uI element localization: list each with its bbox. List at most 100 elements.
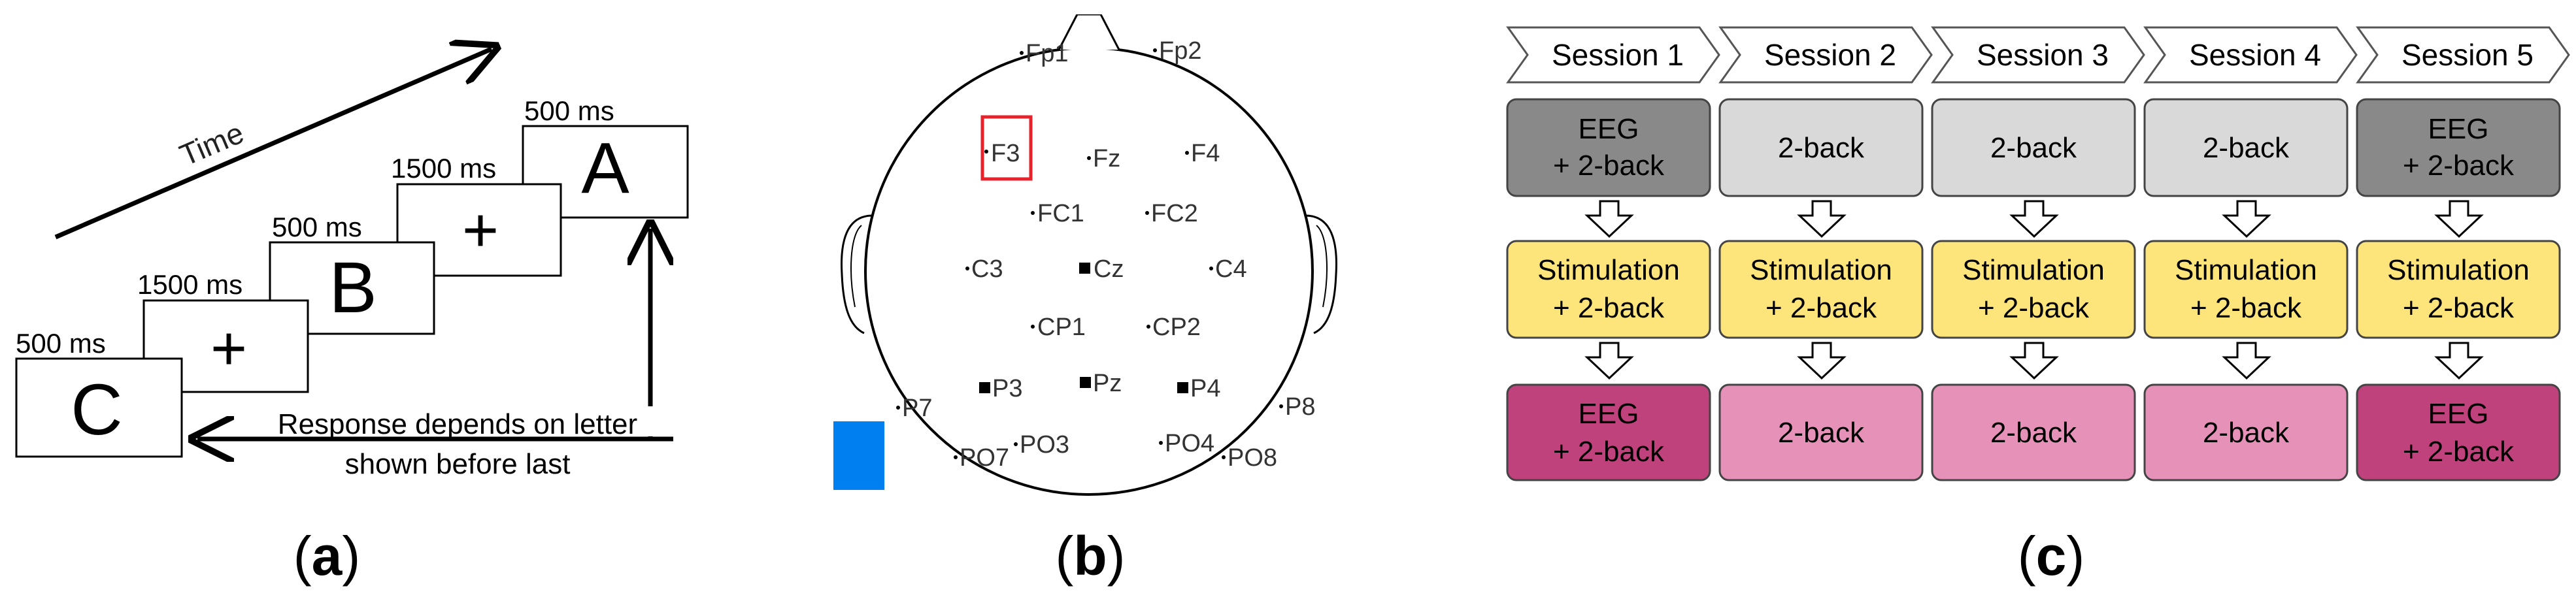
- frame-1-duration: 500 ms: [16, 328, 106, 359]
- time-arrow: [54, 49, 492, 240]
- frame-2-symbol: +: [210, 314, 247, 383]
- electrode-fc1: FC1: [1037, 200, 1084, 227]
- frame-1: [15, 357, 183, 458]
- post-box-2-line1: 2-back: [1778, 417, 1865, 449]
- electrode-p4: P4: [1190, 375, 1220, 402]
- frame-4-duration: 1500 ms: [391, 153, 496, 184]
- electrode-fp2: Fp2: [1159, 37, 1201, 65]
- session-headers: Session 1 Session 2 Session 3 Session 4 …: [1506, 26, 2570, 84]
- time-label: Time: [175, 116, 248, 172]
- pre-box-4-line1: 2-back: [2203, 132, 2290, 164]
- electrode-c4: C4: [1215, 255, 1247, 283]
- post-box-3-line1: 2-back: [1990, 417, 2077, 449]
- session-4-label: Session 4: [2189, 38, 2321, 72]
- response-text-line2: shown before last: [345, 448, 571, 480]
- session-2-label: Session 2: [1764, 38, 1896, 72]
- electrode-cp2: CP2: [1152, 314, 1201, 341]
- pre-box-1-line2: + 2-back: [1553, 150, 1665, 182]
- panel-a: Time A 500 ms + 1500 ms B 500 ms + 1500 …: [15, 49, 689, 587]
- session-1-label: Session 1: [1552, 38, 1684, 72]
- frame-5-symbol: A: [581, 128, 629, 208]
- session-1-chevron: [1506, 26, 1720, 84]
- session-5-chevron: [2356, 26, 2570, 84]
- frame-2-duration: 1500 ms: [137, 269, 243, 300]
- stim-box-3-line1: Stimulation: [1962, 254, 2105, 286]
- session-2-chevron: [1718, 26, 1933, 84]
- pre-box-5-line2: + 2-back: [2403, 150, 2515, 182]
- panel-c: Session 1 Session 2 Session 3 Session 4 …: [1506, 26, 2570, 587]
- electrode-po3: PO3: [1020, 431, 1069, 459]
- frame-1-symbol: C: [71, 370, 122, 450]
- stim-box-4: [2143, 240, 2349, 339]
- electrode-fp1: Fp1: [1026, 40, 1068, 67]
- pre-box-5: [2356, 98, 2561, 197]
- p3-marker: [979, 382, 990, 393]
- post-box-5-line2: + 2-back: [2403, 436, 2515, 468]
- post-box-1-line2: + 2-back: [1553, 436, 1665, 468]
- frame-4-symbol: +: [462, 195, 499, 265]
- post-box-4-line1: 2-back: [2203, 417, 2290, 449]
- stim-row: Stimulation + 2-back Stimulation + 2-bac…: [1506, 240, 2561, 339]
- pre-box-3-line1: 2-back: [1990, 132, 2077, 164]
- pre-box-1: [1506, 98, 1711, 197]
- session-5-label: Session 5: [2401, 38, 2534, 72]
- session-4-chevron: [2143, 26, 2358, 84]
- p4-marker: [1177, 382, 1188, 393]
- panel-c-label: (c): [2018, 525, 2085, 587]
- electrode-dots: [896, 48, 1283, 459]
- panel-b-label: (b): [1055, 525, 1125, 587]
- stim-box-5-line1: Stimulation: [2387, 254, 2530, 286]
- electrode-fc2: FC2: [1151, 200, 1198, 227]
- stim-box-1-line2: + 2-back: [1553, 292, 1665, 324]
- electrode-p3: P3: [992, 375, 1022, 402]
- pre-box-2: [1718, 98, 1924, 197]
- cz-marker: [1079, 263, 1090, 274]
- stim-box-1-line1: Stimulation: [1537, 254, 1680, 286]
- pre-box-3: [1931, 98, 2136, 197]
- down-arrows-1: [1584, 200, 2484, 238]
- stim-box-2-line2: + 2-back: [1765, 292, 1877, 324]
- stim-box-5-line2: + 2-back: [2403, 292, 2515, 324]
- frame-3: [269, 241, 435, 335]
- response-text-line1: Response depends on letter: [278, 408, 637, 440]
- pre-box-1-line1: EEG: [1579, 113, 1639, 145]
- stim-box-2-line1: Stimulation: [1750, 254, 1892, 286]
- post-box-4: [2143, 383, 2349, 481]
- electrode-labels: Fp1 Fp2 F3 Fz F4 FC1 FC2 C3 Cz C4 CP1 CP…: [902, 37, 1315, 472]
- session-3-label: Session 3: [1977, 38, 2109, 72]
- frame-3-symbol: B: [329, 248, 376, 328]
- post-row: EEG + 2-back 2-back 2-back 2-back EEG + …: [1506, 383, 2561, 481]
- reference-electrode-patch: [833, 421, 884, 490]
- electrode-f3: F3: [991, 140, 1020, 167]
- post-box-5: [2356, 383, 2561, 481]
- electrode-cp1: CP1: [1037, 314, 1086, 341]
- pre-box-4: [2143, 98, 2349, 197]
- panel-a-label: (a): [293, 525, 361, 587]
- electrode-cz: Cz: [1094, 255, 1124, 283]
- electrode-p7: P7: [902, 395, 932, 422]
- electrode-po4: PO4: [1165, 430, 1214, 457]
- left-ear: [841, 214, 873, 334]
- pre-box-2-line1: 2-back: [1778, 132, 1865, 164]
- session-3-chevron: [1931, 26, 2145, 84]
- down-arrows-2: [1584, 342, 2484, 380]
- electrode-pz: Pz: [1093, 370, 1122, 397]
- post-box-3: [1931, 383, 2136, 481]
- pre-row: EEG + 2-back 2-back 2-back 2-back EEG + …: [1506, 98, 2561, 197]
- post-box-5-line1: EEG: [2428, 398, 2489, 430]
- frame-5-duration: 500 ms: [524, 95, 614, 126]
- stim-box-4-line1: Stimulation: [2175, 254, 2317, 286]
- electrode-fz: Fz: [1093, 145, 1120, 172]
- pz-marker: [1080, 377, 1091, 388]
- right-ear: [1305, 214, 1337, 334]
- panel-b: Fp1 Fp2 F3 Fz F4 FC1 FC2 C3 Cz C4 CP1 CP…: [833, 0, 1337, 587]
- post-box-1-line1: EEG: [1579, 398, 1639, 430]
- stim-box-5: [2356, 240, 2561, 339]
- frame-3-duration: 500 ms: [272, 212, 362, 242]
- post-box-1: [1506, 383, 1711, 481]
- pre-box-5-line1: EEG: [2428, 113, 2489, 145]
- electrode-p8: P8: [1285, 393, 1315, 421]
- electrode-po8: PO8: [1228, 444, 1277, 472]
- stim-box-3-line2: + 2-back: [1978, 292, 2090, 324]
- electrode-po7: PO7: [960, 444, 1009, 472]
